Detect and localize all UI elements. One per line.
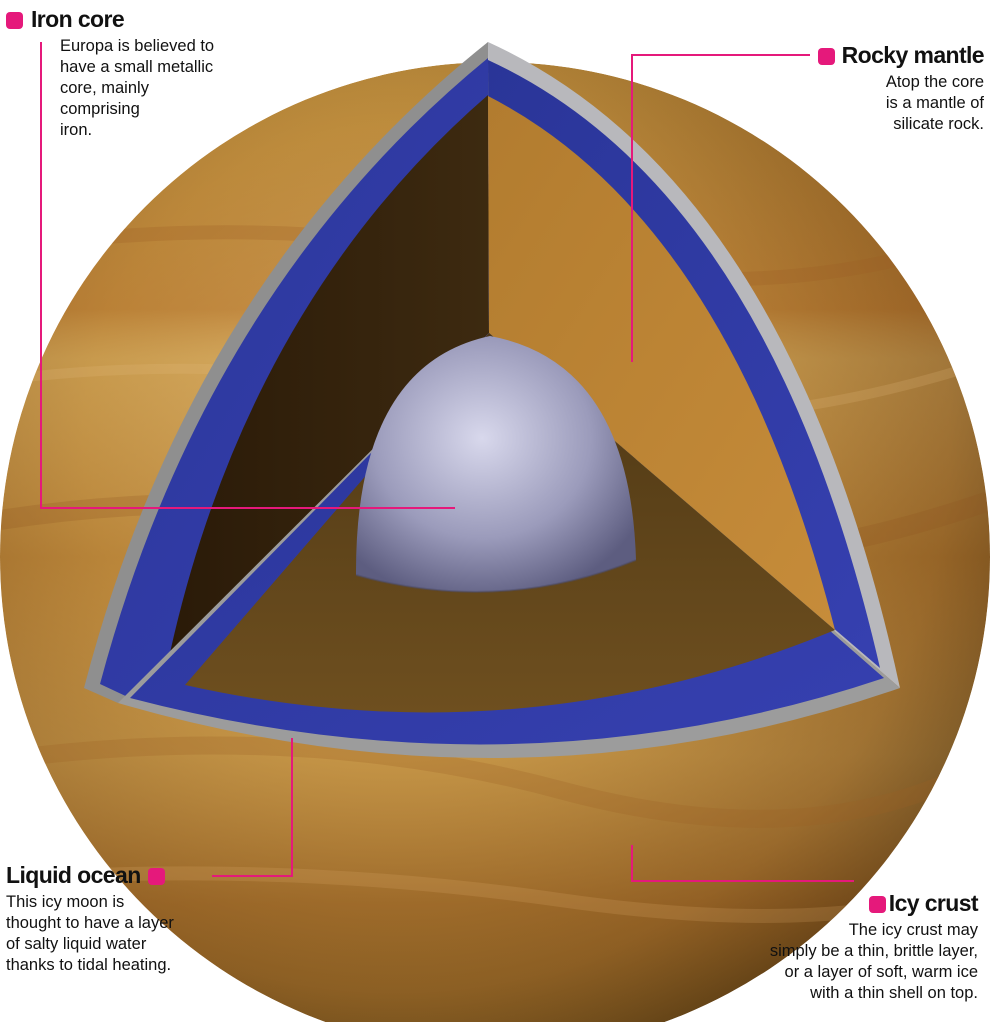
iron-core-title: Iron core — [31, 6, 124, 32]
liquid-ocean-label: Liquid ocean This icy moon is thought to… — [6, 862, 286, 976]
liquid-ocean-title: Liquid ocean — [6, 862, 141, 888]
rocky-mantle-title: Rocky mantle — [842, 42, 984, 68]
iron-core-description: Europa is believed to have a small metal… — [60, 36, 256, 141]
icy-crust-description: The icy crust may simply be a thin, brit… — [678, 920, 978, 1004]
iron-core-label: Iron core Europa is believed to have a s… — [6, 6, 256, 141]
rocky-mantle-description: Atop the core is a mantle of silicate ro… — [764, 72, 984, 135]
icy-crust-label: Icy crust The icy crust may simply be a … — [678, 890, 978, 1004]
rocky-mantle-label: Rocky mantle Atop the core is a mantle o… — [764, 42, 984, 135]
rocky-mantle-marker — [818, 48, 835, 65]
liquid-ocean-description: This icy moon is thought to have a layer… — [6, 892, 286, 976]
iron-core-marker — [6, 12, 23, 29]
icy-crust-marker — [869, 896, 886, 913]
icy-crust-title: Icy crust — [889, 890, 978, 916]
liquid-ocean-marker — [148, 868, 165, 885]
